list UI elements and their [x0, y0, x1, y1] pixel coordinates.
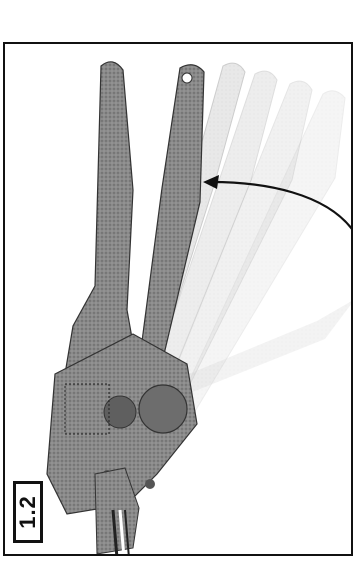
figure-frame: 1.2 — [3, 42, 353, 556]
figure-label: 1.2 — [15, 495, 41, 529]
crimping-tool-illustration — [5, 44, 353, 556]
figure-label-box: 1.2 — [13, 481, 43, 543]
